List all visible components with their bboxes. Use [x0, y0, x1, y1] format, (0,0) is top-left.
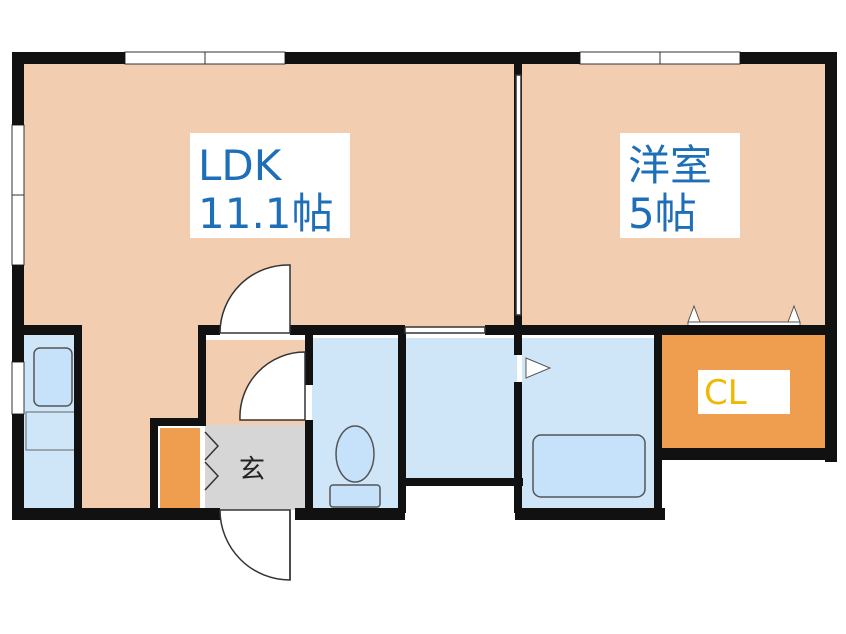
wall-bath-left	[514, 330, 522, 355]
entrance-name: 玄	[239, 455, 265, 485]
wall-kitchen-top	[20, 325, 82, 335]
wall-bath-right	[654, 330, 662, 513]
entrance-floor	[205, 425, 305, 510]
wall-toilet-left-b	[305, 420, 313, 513]
wall-top-left	[12, 52, 125, 64]
closet-name: CL	[704, 373, 747, 413]
wall-kitchen-right	[74, 325, 82, 515]
windows	[11, 51, 741, 415]
shoebox-door-a	[204, 431, 220, 461]
wall-top-mid	[285, 52, 580, 64]
ldk-size: 11.1帖	[198, 189, 334, 238]
counter-icon	[25, 411, 81, 451]
western-sliding-door	[515, 74, 522, 316]
wall-wash-bottom	[398, 478, 523, 486]
ldk-entry-door	[219, 264, 291, 334]
floors	[20, 60, 828, 512]
western-name: 洋室	[628, 141, 712, 190]
toilet-room-floor	[312, 338, 400, 510]
sink-icon	[33, 347, 73, 407]
washbasin-marker-icon	[525, 357, 552, 379]
ldk-label-bg	[190, 133, 350, 238]
doors	[204, 74, 522, 581]
wall-hall-top-a	[198, 325, 220, 335]
wall-entry-bottom-a	[205, 508, 220, 520]
wall-right	[825, 52, 837, 462]
wall-left-bottom	[12, 414, 24, 520]
washroom-floor	[405, 338, 517, 480]
toilet-tank-icon	[329, 484, 381, 508]
wall-shoebox-left	[150, 418, 158, 513]
shoe-box	[160, 428, 200, 510]
front-door	[219, 509, 291, 581]
wash-sliding-door	[404, 326, 486, 334]
western-size: 5帖	[628, 189, 697, 238]
closet-door-marker-right	[787, 304, 801, 323]
wall-toilet-left	[305, 330, 313, 385]
wall-hall-left	[198, 325, 206, 425]
closet-door-marker-left	[687, 304, 701, 323]
shoebox-door-b	[204, 461, 220, 491]
wall-left-mid	[12, 265, 24, 362]
wall-bottom-left	[12, 508, 212, 520]
wall-top-right	[740, 52, 833, 64]
bathtub-icon	[532, 434, 646, 498]
wall-bottom-mid	[295, 508, 405, 520]
closet-label-bg	[698, 370, 790, 414]
wall-closet-bottom	[654, 448, 837, 460]
walls	[12, 52, 837, 520]
sink-left-window	[11, 361, 25, 415]
wall-bath-left-b	[514, 382, 522, 513]
wall-bottom-right	[515, 508, 665, 520]
labels: LDK 11.1帖 洋室 5帖 CL 玄	[190, 133, 790, 485]
toilet-icon	[335, 425, 375, 483]
ldk-name: LDK	[198, 141, 283, 190]
wall-shoebox-top	[150, 418, 206, 426]
wall-left-top	[12, 52, 24, 125]
western-label-bg	[620, 133, 740, 238]
wall-hall-top-b	[290, 325, 405, 335]
toilet-door	[239, 351, 306, 421]
wall-toilet-right	[398, 330, 406, 513]
